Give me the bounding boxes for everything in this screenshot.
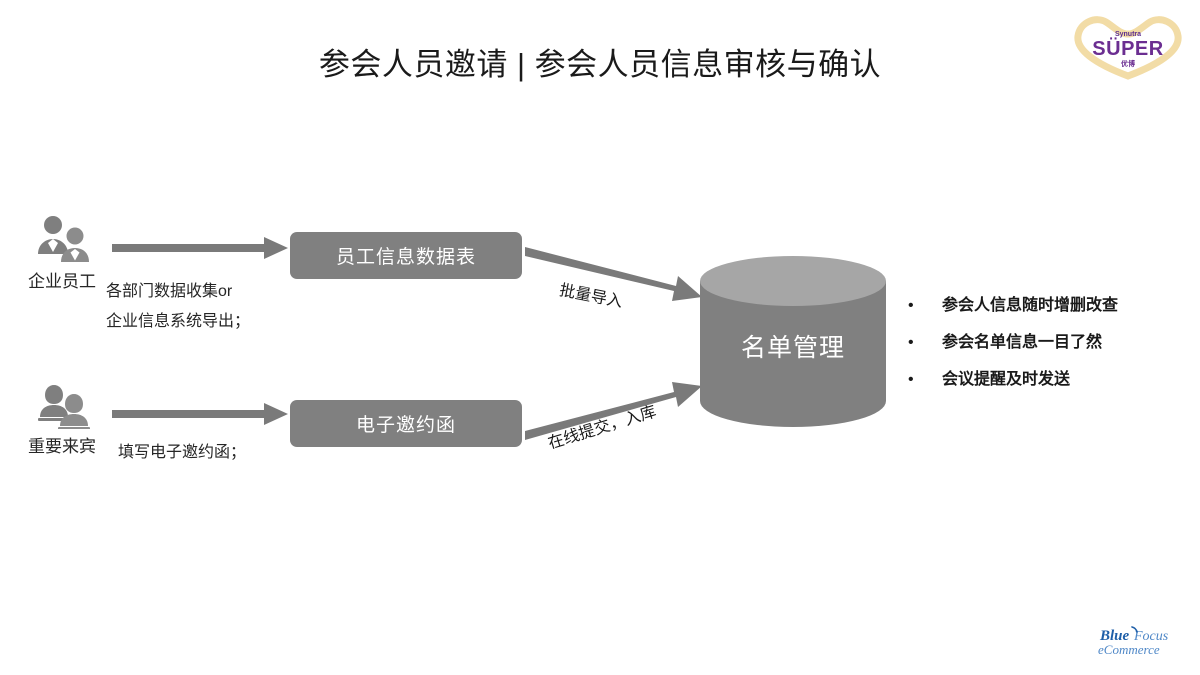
step-description-guest-line1: 填写电子邀约函； — [118, 444, 247, 461]
step-description-employee-line1: 各部门数据收集or — [106, 283, 233, 300]
bullet-icon: • — [908, 334, 914, 351]
process-box-evite-label: 电子邀约函 — [355, 415, 456, 436]
actor-employee: 企业员工 — [28, 214, 114, 294]
actor-guest: 重要来宾 — [28, 379, 114, 459]
list-item: • 参会人信息随时增删改查 — [908, 294, 1194, 331]
svg-text:Synutra: Synutra — [1115, 31, 1141, 38]
synutra-super-logo: Synutra SÜPER 优博 — [1072, 14, 1184, 80]
database-cylinder-icon — [698, 255, 888, 427]
actor-employee-label: 企业员工 — [28, 272, 96, 291]
benefit-text: 参会名单信息一目了然 — [942, 334, 1103, 351]
svg-text:SÜPER: SÜPER — [1092, 37, 1163, 60]
bluefocus-ecommerce-logo: Blue Focus eCommerce — [1096, 623, 1192, 659]
benefits-list: • 参会人信息随时增删改查 • 参会名单信息一目了然 • 会议提醒及时发送 — [908, 294, 1194, 405]
svg-text:优博: 优博 — [1121, 59, 1135, 68]
arrow-table-to-database — [525, 243, 705, 313]
step-description-employee: 各部门数据收集or 企业信息系统导出； — [106, 277, 250, 337]
svg-text:Focus: Focus — [1133, 629, 1169, 644]
step-description-guest: 填写电子邀约函； — [118, 438, 246, 468]
arrow-guest-to-evite — [112, 403, 288, 425]
bullet-icon: • — [908, 371, 914, 388]
two-people-desk-icon — [32, 379, 96, 429]
list-item: • 会议提醒及时发送 — [908, 368, 1194, 405]
svg-text:Blue: Blue — [1099, 628, 1130, 644]
page-title: 参会人员邀请 | 参会人员信息审核与确认 — [318, 47, 882, 82]
arrow-evite-to-database — [525, 375, 705, 445]
benefit-text: 会议提醒及时发送 — [942, 371, 1071, 388]
svg-text:eCommerce: eCommerce — [1098, 642, 1160, 657]
list-item: • 参会名单信息一目了然 — [908, 331, 1194, 368]
bullet-icon: • — [908, 297, 914, 314]
process-box-employee-table-label: 员工信息数据表 — [335, 247, 476, 268]
benefit-text: 参会人信息随时增删改查 — [942, 297, 1119, 314]
actor-guest-label: 重要来宾 — [28, 437, 96, 456]
arrow-employee-to-table — [112, 237, 288, 259]
process-box-evite[interactable]: 电子邀约函 — [290, 400, 522, 447]
step-description-employee-line2: 企业信息系统导出； — [106, 313, 251, 330]
process-box-employee-table[interactable]: 员工信息数据表 — [290, 232, 522, 279]
two-people-suit-icon — [32, 214, 96, 264]
